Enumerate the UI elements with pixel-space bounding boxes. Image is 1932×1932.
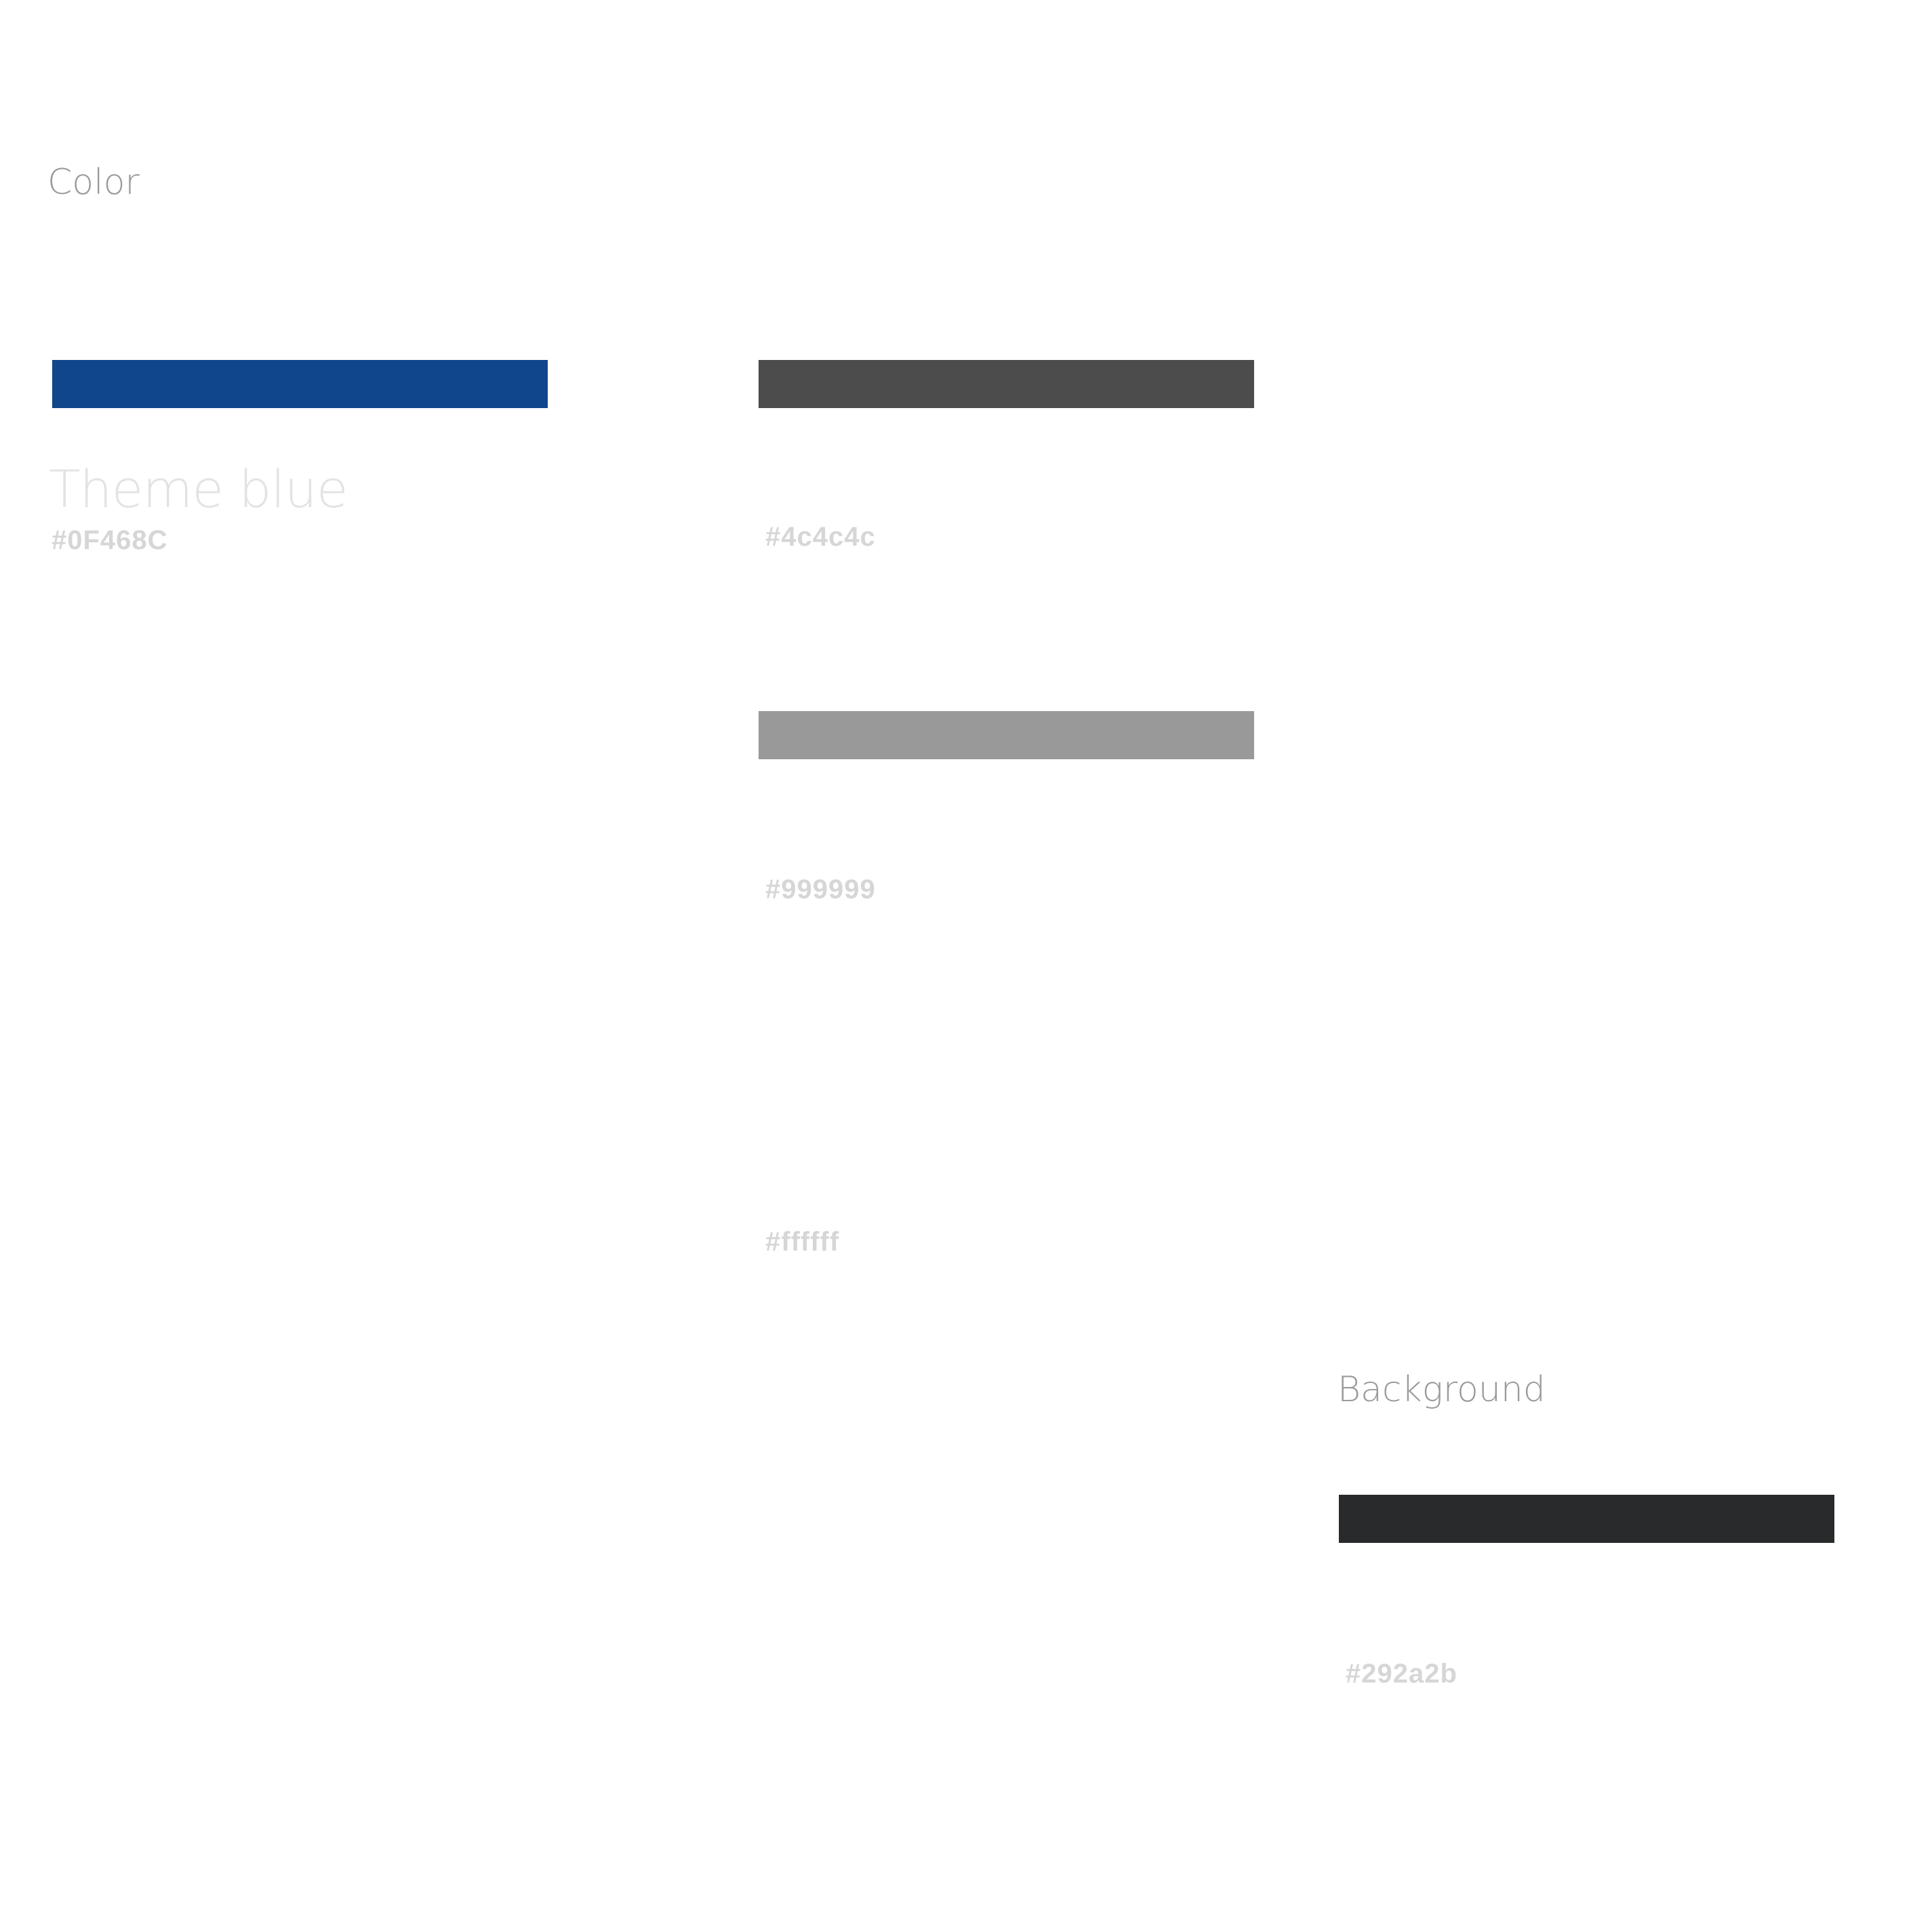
swatch-dark-gray-hex: #4c4c4c xyxy=(765,522,876,552)
swatch-mid-gray xyxy=(759,711,1254,759)
color-section-title: Color xyxy=(47,162,140,203)
swatch-background-dark-hex: #292a2b xyxy=(1346,1659,1457,1689)
swatch-background-dark xyxy=(1339,1495,1834,1543)
swatch-white xyxy=(759,1063,1254,1111)
swatch-theme-blue-name: Theme blue xyxy=(49,459,348,519)
background-section-title: Background xyxy=(1337,1369,1546,1410)
swatch-mid-gray-hex: #999999 xyxy=(765,874,876,904)
swatch-white-hex: #ffffff xyxy=(765,1227,840,1257)
swatch-theme-blue-hex: #0F468C xyxy=(52,525,168,555)
swatch-theme-blue xyxy=(52,360,548,408)
swatch-dark-gray xyxy=(759,360,1254,408)
